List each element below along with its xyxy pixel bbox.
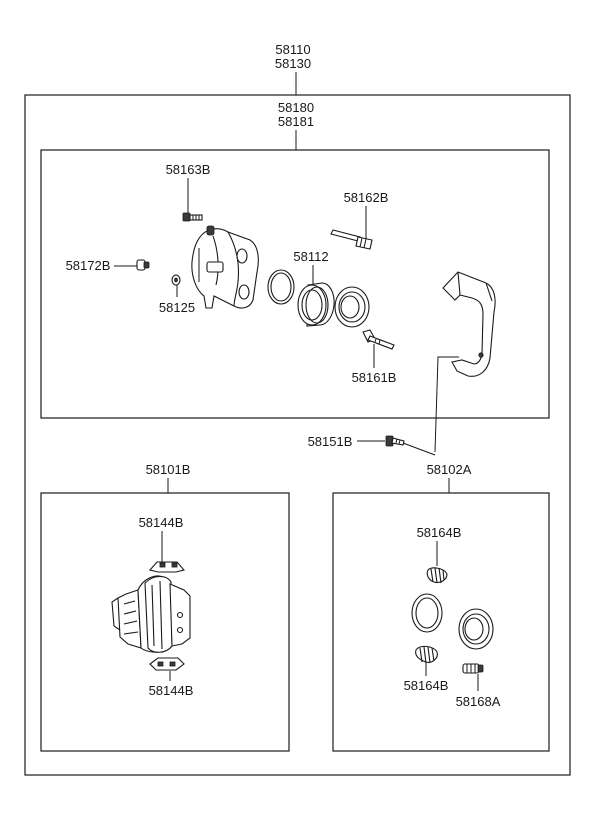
label-58144B-bottom[interactable]: 58144B: [149, 683, 194, 698]
caliper-carrier-bracket-icon: [442, 271, 496, 377]
seal-kit-part-number[interactable]: 58102A: [427, 462, 472, 477]
label-58162B[interactable]: 58162B: [344, 190, 389, 205]
assembly-part-number-2[interactable]: 58130: [275, 56, 311, 71]
mounting-bolt-58151B-icon: [385, 435, 405, 447]
label-58164B-bottom[interactable]: 58164B: [404, 678, 449, 693]
bleeder-screw-58168A-icon: [462, 663, 484, 674]
label-58112[interactable]: 58112: [293, 249, 328, 264]
bleeder-bolt-58163B-icon: [182, 212, 203, 222]
pad-kit-frame: [40, 492, 290, 752]
guide-pin-58162B-icon: [330, 229, 373, 250]
label-58144B-top[interactable]: 58144B: [139, 515, 184, 530]
label-58151B[interactable]: 58151B: [308, 434, 353, 449]
label-58125[interactable]: 58125: [159, 300, 195, 315]
caliper-housing-icon: [191, 225, 259, 309]
piston-seal-ring-icon: [411, 593, 443, 633]
brake-pads-icon: [111, 575, 191, 653]
anti-rattle-clip-bottom-icon: [149, 657, 185, 671]
piston-58112-icon: [297, 282, 335, 327]
caliper-kit-part-number-1[interactable]: 58180: [278, 100, 314, 115]
caliper-kit-part-number-2[interactable]: 58181: [278, 114, 314, 129]
washer-58125-icon: [171, 274, 181, 286]
seal-kit-frame: [332, 492, 550, 752]
outer-assembly-frame: [24, 94, 571, 776]
label-58172B[interactable]: 58172B: [66, 258, 111, 273]
piston-dust-boot-icon: [458, 608, 494, 650]
dust-boot-icon: [334, 286, 370, 328]
anti-rattle-clip-top-icon: [148, 561, 186, 573]
leader-carrier-bracket: [434, 356, 459, 453]
bleeder-cap-58172B-icon: [136, 259, 150, 271]
guide-boot-top-icon: [426, 567, 448, 584]
pad-kit-part-number[interactable]: 58101B: [146, 462, 191, 477]
label-58163B[interactable]: 58163B: [166, 162, 211, 177]
caliper-kit-frame: [40, 149, 550, 419]
seal-ring-icon: [267, 269, 295, 305]
assembly-part-number-1[interactable]: 58110: [275, 42, 310, 57]
label-58161B[interactable]: 58161B: [352, 370, 397, 385]
label-58168A[interactable]: 58168A: [456, 694, 501, 709]
label-58164B-top[interactable]: 58164B: [417, 525, 462, 540]
guide-pin-58161B-icon: [362, 329, 395, 350]
leader-bolt-to-bracket: [402, 442, 436, 456]
guide-boot-bottom-icon: [415, 645, 438, 664]
